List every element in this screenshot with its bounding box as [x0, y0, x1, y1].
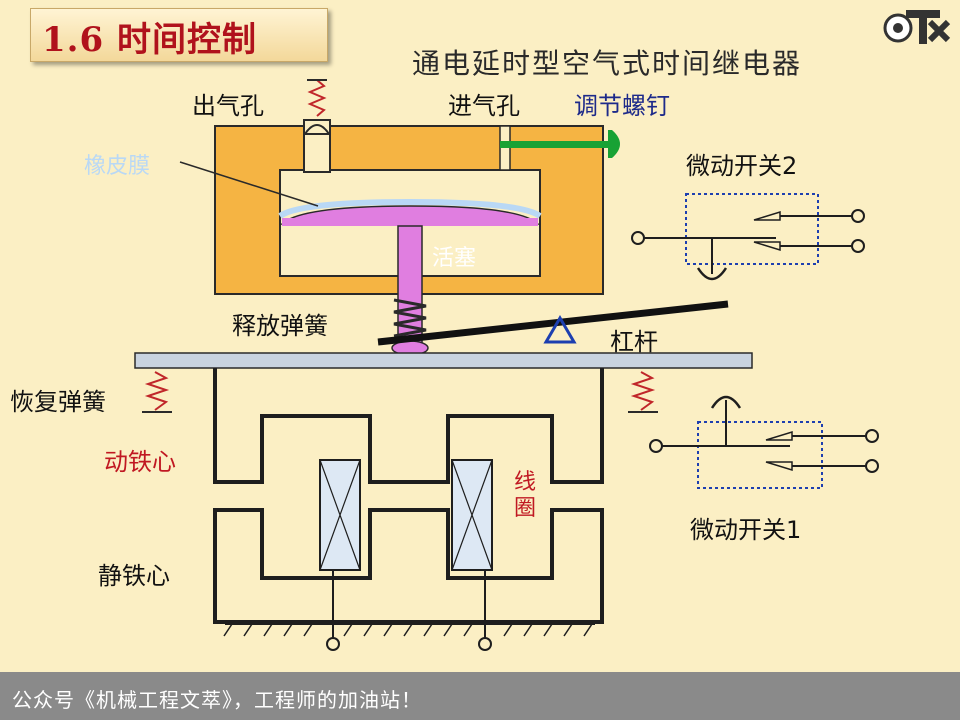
label-coil: 线圈: [514, 470, 537, 521]
ms1-contact-upper: [765, 430, 793, 441]
ms1-actuator-cup: [710, 395, 742, 409]
outlet-spring: [307, 79, 327, 117]
ms1-terminal-upper: [865, 429, 879, 443]
lever-pivot: [543, 315, 577, 344]
outlet-valve: [303, 124, 331, 135]
ms2-contact-upper: [753, 210, 781, 221]
logo: [883, 10, 951, 44]
label-piston: 活塞: [432, 246, 477, 271]
ms2-terminal-common: [631, 231, 645, 245]
coil-terminal-left: [326, 637, 340, 651]
coil-right-cross: [451, 459, 493, 571]
piston-head-base: [282, 218, 538, 226]
footer-bar: [0, 672, 960, 720]
release-spring: [393, 298, 427, 338]
coil-terminal-right: [478, 637, 492, 651]
label-return-spring: 恢复弹簧: [10, 388, 106, 416]
ms2-terminal-upper: [851, 209, 865, 223]
ms1-terminal-common: [649, 439, 663, 453]
diagram-subtitle: 通电延时型空气式时间继电器: [412, 47, 803, 80]
label-release-spring: 释放弹簧: [232, 312, 328, 340]
ms2-terminal-lower: [851, 239, 865, 253]
page-title: 1.6 时间控制: [42, 20, 257, 60]
adjust-screw-head: [608, 130, 620, 158]
label-moving-core: 动铁心: [104, 448, 176, 476]
ms2-actuator-cup: [696, 267, 728, 281]
label-microswitch-2: 微动开关2: [686, 152, 798, 180]
return-spring-right: [630, 371, 656, 411]
footer-text: 公众号《机械工程文萃》，工程师的加油站！: [12, 688, 422, 712]
ms2-contact-lower: [753, 241, 781, 252]
static-core: [213, 508, 604, 624]
label-microswitch-1: 微动开关1: [690, 516, 802, 544]
label-lever: 杠杆: [610, 328, 658, 356]
title-box: [30, 8, 328, 62]
label-static-core: 静铁心: [98, 562, 170, 590]
membrane-leader: [179, 161, 319, 207]
coil-left-cross: [319, 459, 361, 571]
label-adjust-screw: 调节螺钉: [574, 92, 670, 120]
ms1-contact-lower: [765, 461, 793, 472]
ground-hatch: [223, 623, 593, 637]
label-rubber-membrane: 橡皮膜: [84, 154, 151, 179]
adjust-screw-rod: [500, 141, 610, 148]
moving-core: [213, 368, 604, 484]
armature-plate: [134, 352, 753, 369]
ms1-terminal-lower: [865, 459, 879, 473]
lever-bar: [377, 300, 729, 346]
microswitch-2-box: [685, 193, 819, 265]
label-inlet-hole: 进气孔: [448, 92, 520, 120]
label-outlet-hole: 出气孔: [192, 92, 264, 120]
microswitch-1-box: [697, 421, 823, 489]
return-spring-left: [144, 371, 170, 411]
rubber-membrane: [278, 198, 542, 219]
